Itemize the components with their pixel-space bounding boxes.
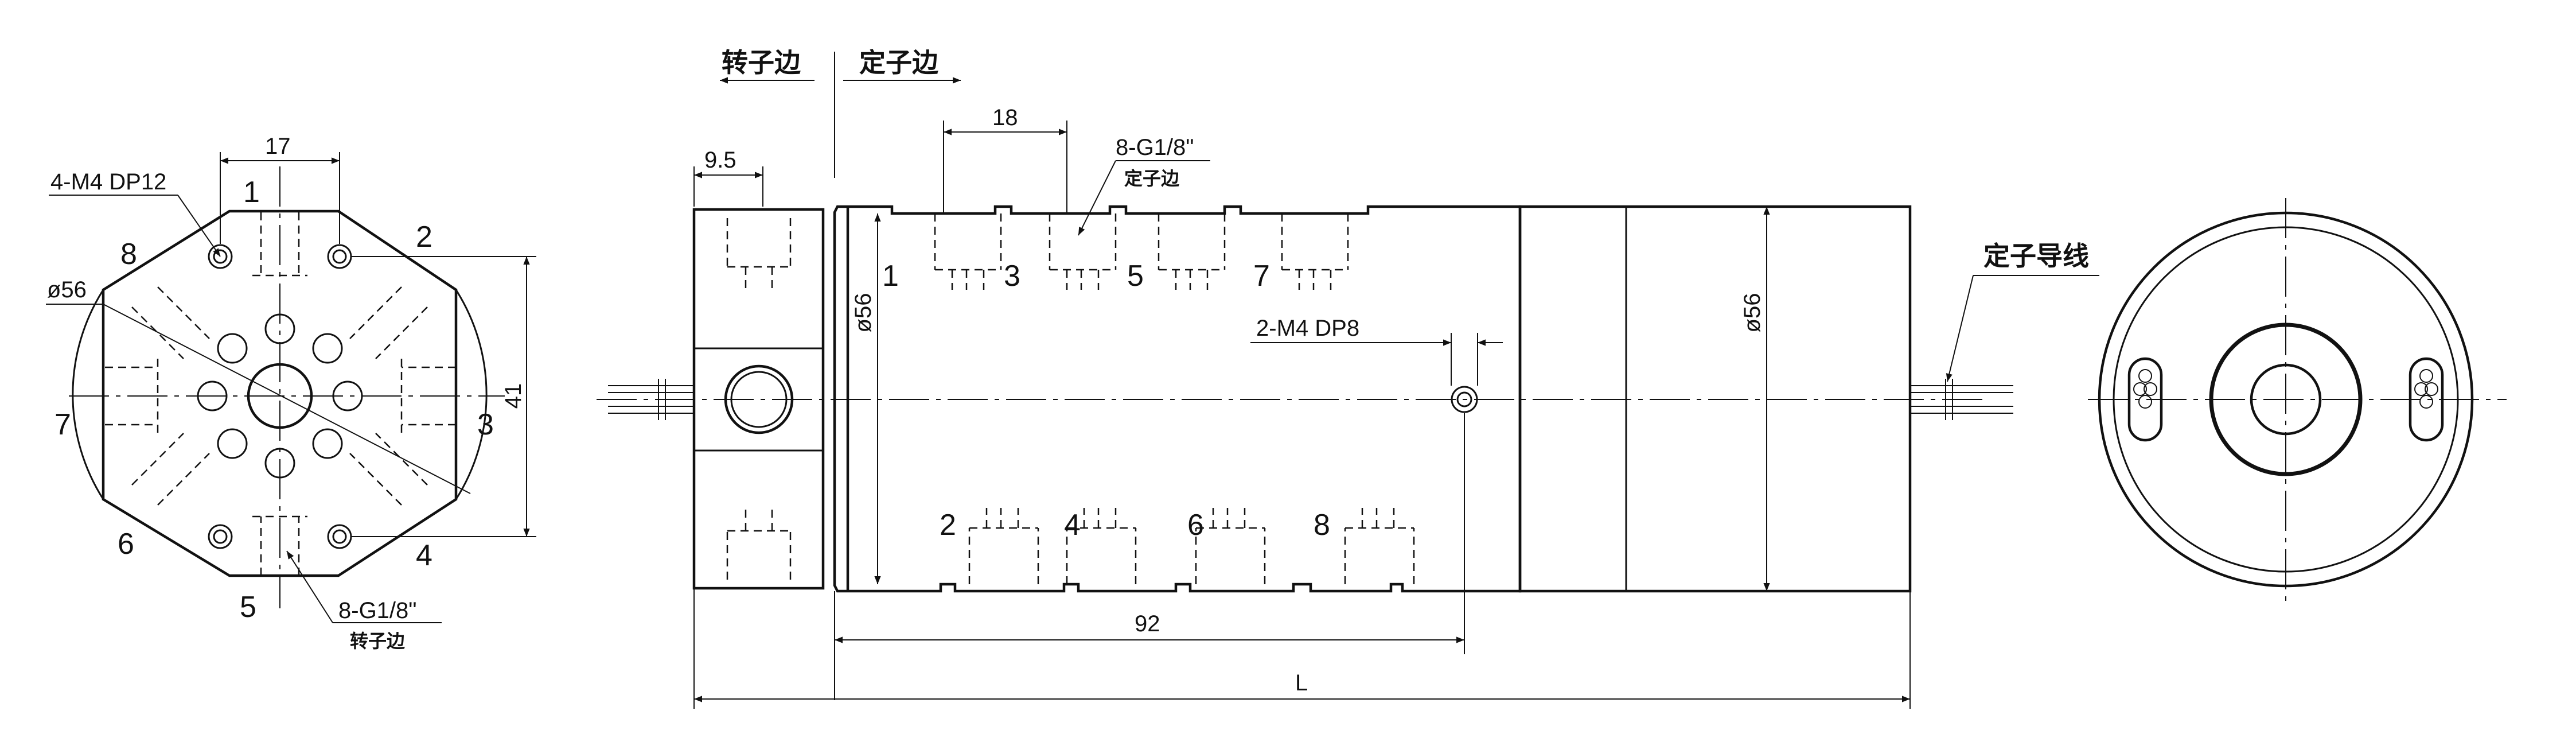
- dim-17: 17: [265, 134, 291, 159]
- side-port-7: 7: [1253, 259, 1270, 293]
- dim-9-5: 9.5: [704, 147, 736, 173]
- right-end-view: [2088, 198, 2507, 603]
- left-wire-slot: [2127, 357, 2163, 442]
- left-end-view: ø56 17 4-M4 DP12 41 1 2 3 4 5 6 7 8 8-G1…: [46, 134, 536, 651]
- port-label-4: 4: [416, 539, 432, 572]
- central-bore: [247, 363, 313, 429]
- port-holes: [197, 313, 363, 479]
- port-label-6: 6: [118, 527, 134, 561]
- side-mount-hole: [1451, 386, 1478, 413]
- port-channels: [105, 212, 456, 576]
- side-port-1: 1: [882, 259, 899, 293]
- side-diameter-left: ø56: [851, 293, 876, 333]
- dim-92: 92: [1135, 611, 1160, 636]
- dim-18: 18: [992, 105, 1018, 130]
- stator-wire-label: 定子导线: [1983, 241, 2089, 271]
- bottom-port-channels: [968, 508, 1415, 584]
- port-label-2: 2: [416, 220, 432, 254]
- dim-L: L: [1295, 670, 1308, 696]
- outer-circle-arc: [72, 289, 488, 500]
- side-port-5: 5: [1127, 259, 1144, 293]
- port-label-1: 1: [243, 176, 260, 209]
- thread-label: 8-G1/8": [338, 598, 416, 623]
- dim-41: 41: [501, 383, 526, 409]
- side-port-8: 8: [1314, 508, 1330, 542]
- top-thread-label: 8-G1/8": [1116, 135, 1194, 160]
- stator-wire-leads: [1910, 379, 2013, 420]
- top-port-channels: [934, 213, 1349, 290]
- stator-housing: [833, 205, 1522, 593]
- thread-side-label: 转子边: [350, 631, 405, 651]
- right-wire-slot: [2409, 357, 2444, 442]
- port-label-7: 7: [54, 408, 71, 441]
- diameter-label: ø56: [47, 277, 87, 302]
- port-label-5: 5: [240, 591, 256, 624]
- side-diameter-right: ø56: [1740, 293, 1765, 333]
- side-port-3: 3: [1004, 259, 1020, 293]
- top-thread-side: 定子边: [1124, 168, 1179, 189]
- side-port-4: 4: [1064, 508, 1081, 542]
- stator-side-label: 定子边: [859, 48, 939, 77]
- port-label-8: 8: [120, 238, 137, 271]
- port-label-3: 3: [477, 408, 494, 441]
- octagon-outline: [102, 209, 458, 577]
- side-port-6: 6: [1187, 508, 1204, 542]
- rotor-side-label: 转子边: [722, 48, 801, 77]
- hole-label: 4-M4 DP12: [50, 169, 166, 195]
- diameter-line: [103, 304, 471, 494]
- mount-hole-label: 2-M4 DP8: [1256, 316, 1359, 341]
- side-port-2: 2: [940, 508, 956, 542]
- side-view: 转子边 定子边 9.5: [597, 48, 2099, 709]
